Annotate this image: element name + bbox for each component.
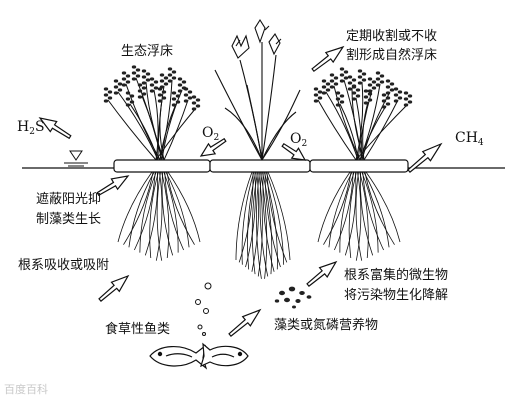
seed-head xyxy=(357,69,367,85)
seed-head xyxy=(157,87,167,103)
floating-bed-panels xyxy=(113,159,409,173)
seed-head xyxy=(347,75,357,91)
label-h2s: H2S xyxy=(17,119,45,137)
seed-head xyxy=(393,87,403,103)
seed-head xyxy=(329,73,339,89)
arrow-icon xyxy=(306,260,338,287)
label-shade-line-1: 遮蔽阳光抑 xyxy=(36,192,102,207)
arrow-icon xyxy=(228,308,262,337)
seed-head xyxy=(137,83,147,99)
roots-group xyxy=(117,171,401,279)
seed-head xyxy=(339,67,349,83)
label-harvest-line-1: 定期收割或不收 xyxy=(346,29,438,44)
seed-head xyxy=(381,93,391,109)
seed-head xyxy=(313,87,323,103)
label-algae-nutrients: 藻类或氮磷营养物 xyxy=(274,318,379,333)
reed-clump-left xyxy=(103,65,201,161)
seed-head xyxy=(141,69,151,85)
label-eco-floating-bed: 生态浮床 xyxy=(121,44,174,59)
seed-head xyxy=(121,71,131,87)
reed-clump-right xyxy=(313,67,413,161)
seed-head xyxy=(335,91,345,107)
seed-head xyxy=(375,71,385,87)
seed-head xyxy=(403,91,413,107)
arrow-icon xyxy=(98,274,130,302)
arrow-icon xyxy=(199,137,227,157)
fish-icon xyxy=(200,342,249,368)
seed-head xyxy=(103,87,113,103)
seed-head xyxy=(131,65,141,81)
label-root-absorb: 根系吸收或吸附 xyxy=(18,258,110,273)
algae-particles xyxy=(274,286,312,309)
iris-flower-icon xyxy=(214,18,301,161)
roots-left xyxy=(117,171,201,261)
bubble-dots xyxy=(195,282,212,336)
arrow-icon xyxy=(311,45,345,73)
watermark: 百度百科 xyxy=(4,383,48,396)
arrow-icon xyxy=(38,117,72,140)
seed-head xyxy=(171,91,181,107)
label-o2-right: O2 xyxy=(290,131,308,149)
arrow-icon xyxy=(281,142,307,161)
bed-panel-middle xyxy=(209,159,311,173)
roots-right xyxy=(317,171,401,261)
label-harvest-line-2: 割形成自然浮床 xyxy=(346,48,438,63)
label-microbe-line-1: 根系富集的微生物 xyxy=(344,268,449,283)
water-level-icon xyxy=(64,150,88,167)
seed-head xyxy=(167,67,177,83)
seed-head xyxy=(367,77,377,93)
seed-head xyxy=(183,87,193,103)
bed-panel-left xyxy=(113,159,211,173)
seed-head xyxy=(149,77,159,93)
seed-head xyxy=(363,89,373,105)
seed-head xyxy=(191,95,201,111)
arrow-icon xyxy=(96,175,130,197)
seed-head xyxy=(125,91,135,107)
label-o2-left: O2 xyxy=(202,125,220,143)
seed-head xyxy=(321,79,331,95)
arrows-group xyxy=(38,45,443,337)
seed-head xyxy=(113,79,123,95)
label-ch4: CH4 xyxy=(455,130,484,148)
arrow-icon xyxy=(407,142,443,173)
seed-head xyxy=(385,79,395,95)
fish-icon xyxy=(149,344,208,370)
seed-head xyxy=(351,85,361,101)
roots-middle xyxy=(235,171,291,279)
label-herbivore-fish: 食草性鱼类 xyxy=(105,322,171,337)
label-microbe-line-2: 将污染物生化降解 xyxy=(344,288,449,303)
plants-group xyxy=(103,65,413,161)
bed-panel-right xyxy=(309,159,409,173)
label-shade-line-2: 制藻类生长 xyxy=(36,212,102,227)
